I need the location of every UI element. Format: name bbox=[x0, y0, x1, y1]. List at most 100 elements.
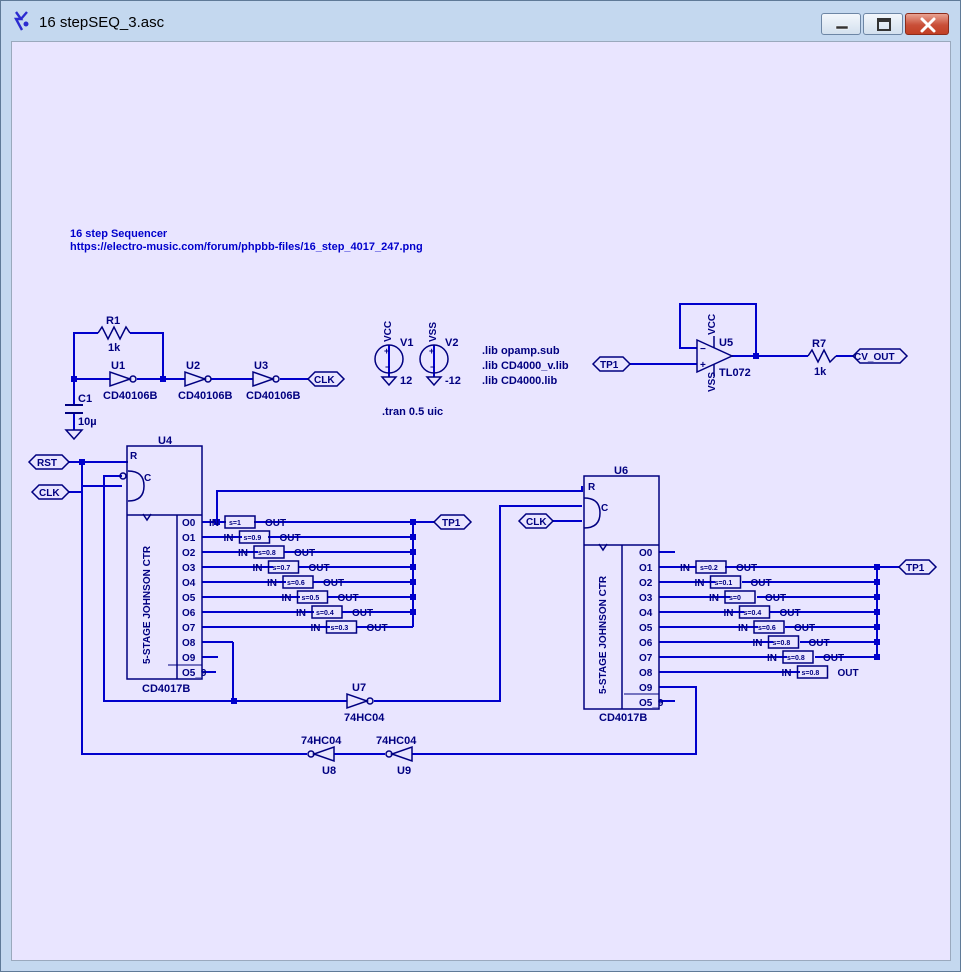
u6-part: CD4017B bbox=[599, 712, 647, 724]
u6-name: U6 bbox=[614, 465, 628, 477]
net-label-tp1-opamp[interactable]: TP1 bbox=[591, 356, 632, 372]
net-label-tp1-u6[interactable]: TP1 bbox=[897, 559, 938, 575]
inverter-u3[interactable]: U3 CD40106B bbox=[246, 360, 300, 402]
switch-value: s=0.5 bbox=[302, 595, 320, 602]
u4-pin-o4: O4 bbox=[182, 578, 196, 589]
opamp-u5[interactable]: − + VCC VSS U5 TL072 bbox=[696, 314, 751, 392]
net-label-tp1-u4[interactable]: TP1 bbox=[432, 514, 473, 530]
schematic-canvas[interactable]: 16 step Sequencer https://electro-music.… bbox=[11, 41, 951, 961]
counter-u6[interactable]: R C 5-STAGE JOHNSON CTR U6 CD4017B O0O1O… bbox=[583, 465, 664, 724]
r7-value: 1k bbox=[814, 366, 827, 378]
v2-pin: VSS bbox=[428, 322, 439, 342]
maximize-button[interactable] bbox=[863, 13, 903, 35]
switch-value: s=0.8 bbox=[802, 670, 820, 677]
schematic-drawing: 16 step Sequencer https://electro-music.… bbox=[27, 228, 938, 777]
u4-part: CD4017B bbox=[142, 683, 190, 695]
switch-out-label: OUT bbox=[809, 638, 830, 649]
directive-lib-cd4000[interactable]: .lib CD4000.lib bbox=[482, 375, 557, 387]
inverter-u2[interactable]: U2 CD40106B bbox=[178, 360, 232, 402]
net-label-clk-osc[interactable]: CLK bbox=[306, 371, 346, 387]
u5-name: U5 bbox=[719, 337, 733, 349]
net-label-clk-u4[interactable]: CLK bbox=[30, 484, 71, 500]
net-label-cv-out[interactable]: CV_OUT bbox=[851, 348, 909, 364]
svg-text:RST: RST bbox=[37, 458, 57, 469]
switch-in-label: IN bbox=[224, 533, 234, 544]
switch-in-label: IN bbox=[238, 548, 248, 559]
switch-out-label: OUT bbox=[838, 668, 859, 679]
svg-text:CLK: CLK bbox=[526, 517, 547, 528]
v2-value: -12 bbox=[445, 375, 461, 387]
u4-pin-o3: O3 bbox=[182, 563, 196, 574]
switch-in-label: IN bbox=[738, 623, 748, 634]
inverter-u7[interactable]: U7 74HC04 bbox=[344, 682, 385, 724]
switch-out-label: OUT bbox=[367, 623, 388, 634]
directive-lib-cd4000v[interactable]: .lib CD4000_v.lib bbox=[482, 360, 569, 372]
directive-tran[interactable]: .tran 0.5 uic bbox=[382, 406, 443, 418]
title-bar[interactable]: 16 stepSEQ_3.asc bbox=[1, 1, 960, 41]
switch-out-label: OUT bbox=[765, 593, 786, 604]
capacitor-c1[interactable]: C1 10µ bbox=[64, 393, 97, 441]
switch-out-label: OUT bbox=[309, 563, 330, 574]
u4-pin-o2: O2 bbox=[182, 548, 196, 559]
u6-pin-o6: O6 bbox=[639, 638, 653, 649]
switch-value: s=0.6 bbox=[758, 625, 776, 632]
minimize-button[interactable] bbox=[821, 13, 861, 35]
u6-pin-o5_9: O5_9 bbox=[639, 698, 664, 709]
u4-pin-o7: O7 bbox=[182, 623, 196, 634]
u3-name: U3 bbox=[254, 360, 268, 372]
switch-out-label: OUT bbox=[780, 608, 801, 619]
inverter-u8[interactable]: 74HC04 U8 bbox=[301, 735, 342, 777]
u2-part: CD40106B bbox=[178, 390, 232, 402]
u1-part: CD40106B bbox=[103, 390, 157, 402]
inverter-u9[interactable]: 74HC04 U9 bbox=[376, 735, 417, 777]
svg-text:+: + bbox=[429, 346, 434, 356]
directive-lib-opamp[interactable]: .lib opamp.sub bbox=[482, 345, 560, 357]
resistor-r7[interactable]: R7 1k bbox=[807, 338, 837, 378]
u4-label: 5-STAGE JOHNSON CTR bbox=[142, 545, 153, 664]
net-label-clk-u6[interactable]: CLK bbox=[517, 513, 555, 529]
u6-pin-c: C bbox=[601, 503, 608, 514]
svg-text:−: − bbox=[385, 362, 390, 372]
svg-text:TP1: TP1 bbox=[600, 360, 619, 371]
counter-u4[interactable]: R C 5-STAGE JOHNSON CTR U4 CD4017B O0O1O… bbox=[119, 435, 207, 695]
voltage-source-v1[interactable]: + − VCC V1 12 bbox=[374, 321, 413, 387]
switch-value: s=0.4 bbox=[316, 610, 334, 617]
switch-in-label: IN bbox=[680, 563, 690, 574]
inverter-u1[interactable]: U1 CD40106B bbox=[103, 360, 157, 402]
switch-in-label: IN bbox=[209, 518, 219, 529]
net-label-rst[interactable]: RST bbox=[27, 454, 71, 470]
r7-name: R7 bbox=[812, 338, 826, 350]
u6-pin-r: R bbox=[588, 482, 596, 493]
voltage-source-v2[interactable]: + − VSS V2 -12 bbox=[419, 322, 461, 387]
resistor-r1[interactable]: R1 1k bbox=[97, 315, 131, 354]
u8-name: U8 bbox=[322, 765, 336, 777]
switch-value: s=1 bbox=[229, 520, 241, 527]
switch-in-label: IN bbox=[311, 623, 321, 634]
switch-in-label: IN bbox=[695, 578, 705, 589]
switch-value: s=0.8 bbox=[258, 550, 276, 557]
svg-text:CLK: CLK bbox=[39, 488, 60, 499]
v1-value: 12 bbox=[400, 375, 412, 387]
switch-out-label: OUT bbox=[751, 578, 772, 589]
comment-url: https://electro-music.com/forum/phpbb-fi… bbox=[70, 241, 423, 253]
close-button[interactable] bbox=[905, 13, 949, 35]
